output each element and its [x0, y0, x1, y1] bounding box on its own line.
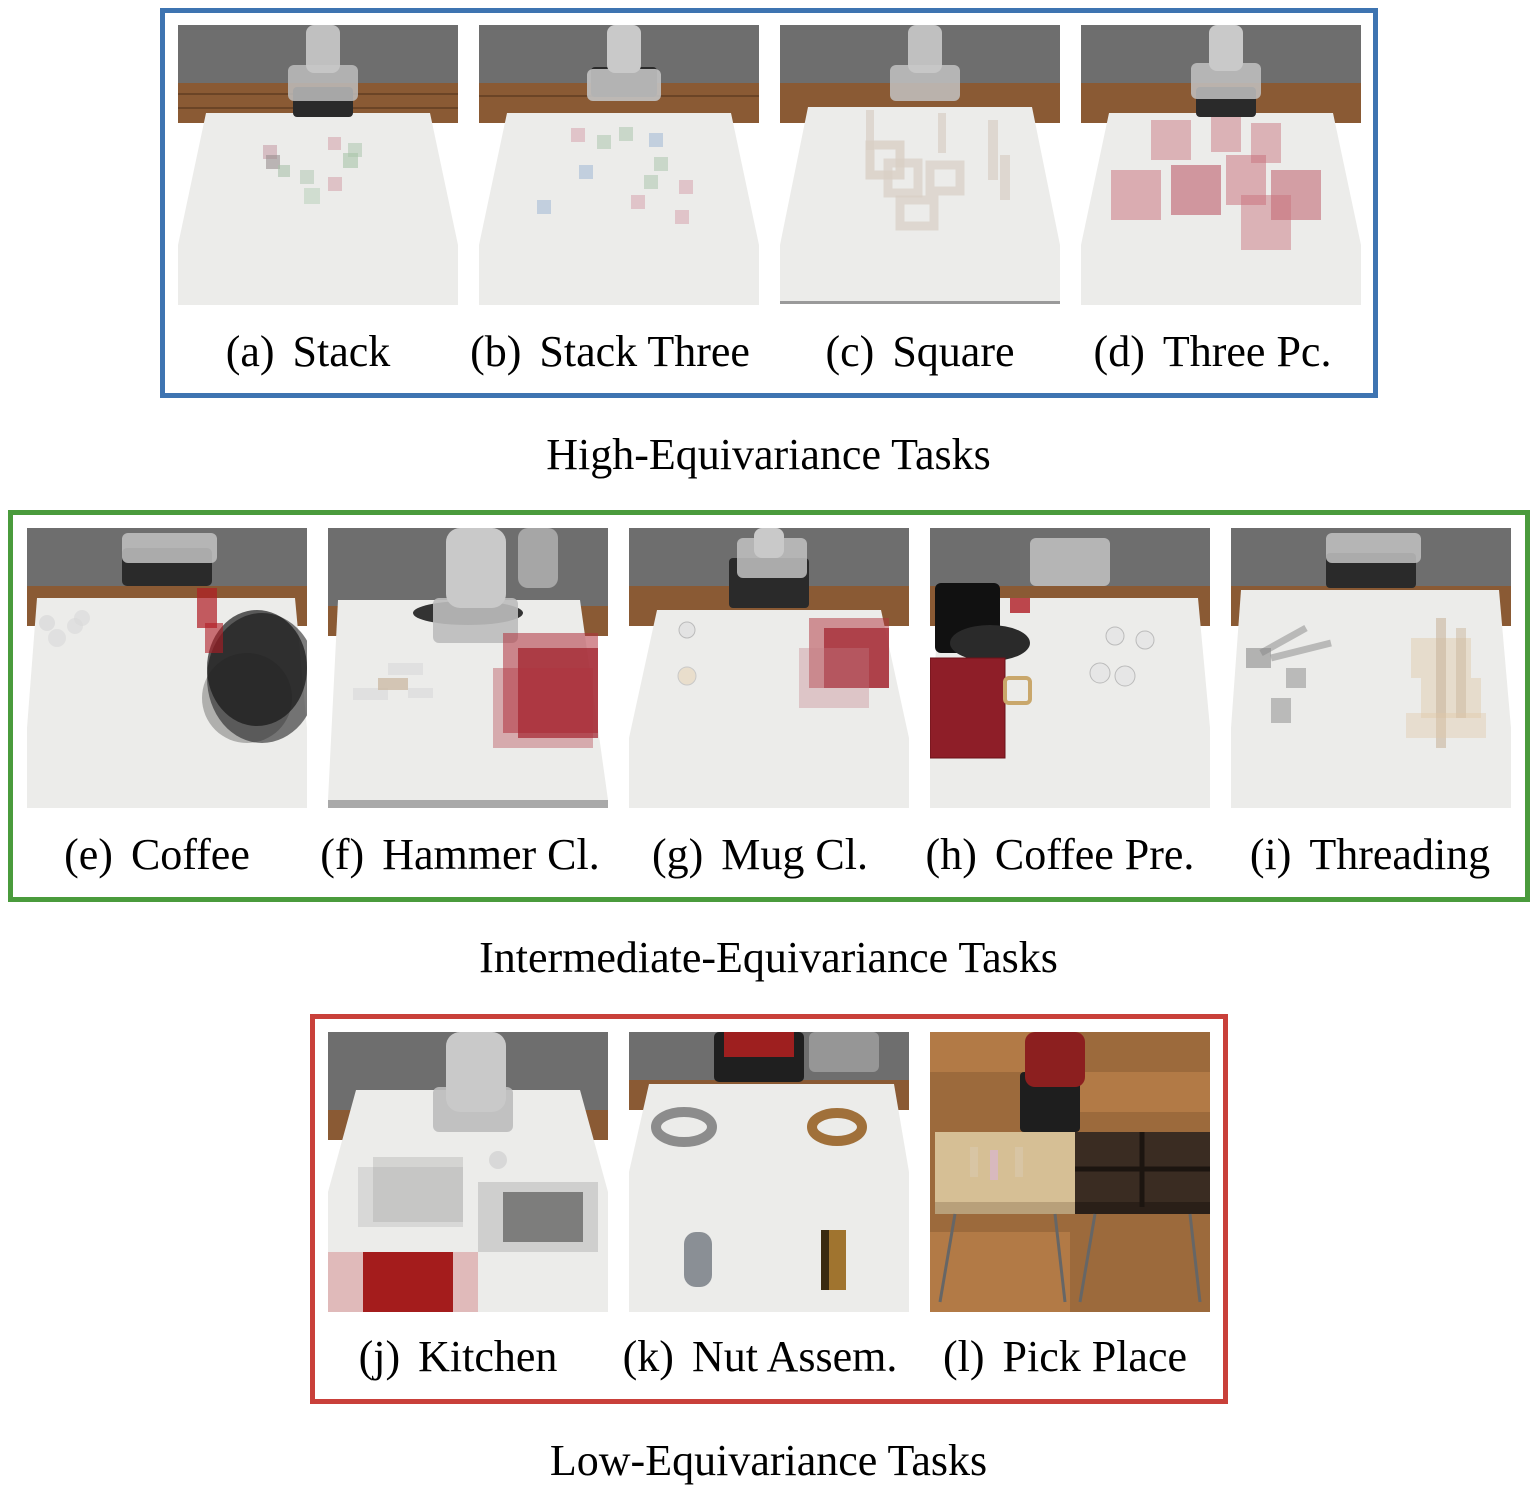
- caption-label: (g): [651, 830, 704, 879]
- caption-name: Stack Three: [539, 327, 750, 376]
- panel-kitchen-image: [328, 1032, 608, 1312]
- high-equivariance-title: High-Equivariance Tasks: [546, 430, 991, 479]
- caption-stack: (a) Stack: [178, 327, 438, 377]
- caption-label: (j): [358, 1332, 401, 1381]
- panel-coffee-pre-image: [930, 528, 1210, 808]
- caption-pick-place: (l) Pick Place: [920, 1332, 1210, 1382]
- caption-threading: (i) Threading: [1225, 830, 1515, 880]
- panel-pick-place-image: [930, 1032, 1210, 1312]
- caption-label: (h): [925, 830, 977, 879]
- caption-hammer: (f) Hammer Cl.: [305, 830, 615, 880]
- panel-nut-assembly-image: [629, 1032, 909, 1312]
- panel-coffee-image: [27, 528, 307, 808]
- caption-coffee-pre: (h) Coffee Pre.: [905, 830, 1215, 880]
- panel-stack-three-image: [479, 25, 759, 305]
- caption-three-pc: (d) Three Pc.: [1070, 327, 1355, 377]
- caption-name: Pick Place: [1002, 1332, 1188, 1381]
- caption-label: (l): [942, 1332, 985, 1381]
- caption-label: (e): [64, 830, 113, 879]
- caption-label: (i): [1249, 830, 1292, 879]
- caption-label: (c): [825, 327, 875, 376]
- caption-name: Coffee: [130, 830, 250, 879]
- panel-threading-image: [1231, 528, 1511, 808]
- caption-name: Nut Assem.: [691, 1332, 898, 1381]
- caption-coffee: (e) Coffee: [27, 830, 287, 880]
- caption-name: Stack: [292, 327, 391, 376]
- intermediate-equivariance-box: [8, 510, 1530, 902]
- panel-hammer-image: [328, 528, 608, 808]
- caption-label: (a): [225, 327, 275, 376]
- low-equivariance-box: [310, 1014, 1228, 1404]
- caption-stack-three: (b) Stack Three: [455, 327, 765, 377]
- panel-square-image: [780, 25, 1060, 305]
- caption-nut-assembly: (k) Nut Assem.: [605, 1332, 915, 1382]
- intermediate-equivariance-title: Intermediate-Equivariance Tasks: [479, 933, 1058, 982]
- caption-name: Threading: [1309, 830, 1491, 879]
- caption-label: (k): [622, 1332, 674, 1381]
- caption-label: (f): [320, 830, 365, 879]
- caption-mug: (g) Mug Cl.: [630, 830, 890, 880]
- caption-name: Coffee Pre.: [994, 830, 1195, 879]
- caption-name: Mug Cl.: [721, 830, 868, 879]
- caption-name: Square: [892, 327, 1015, 376]
- panel-three-pc-image: [1081, 25, 1361, 305]
- low-equivariance-title: Low-Equivariance Tasks: [549, 1436, 988, 1485]
- caption-label: (d): [1093, 327, 1145, 376]
- high-equivariance-box: [160, 8, 1378, 398]
- caption-name: Hammer Cl.: [382, 830, 600, 879]
- caption-name: Kitchen: [418, 1332, 558, 1381]
- caption-name: Three Pc.: [1162, 327, 1332, 376]
- panel-mug-image: [629, 528, 909, 808]
- panel-stack-image: [178, 25, 458, 305]
- caption-label: (b): [470, 327, 522, 376]
- caption-kitchen: (j) Kitchen: [328, 1332, 588, 1382]
- caption-square: (c) Square: [775, 327, 1065, 377]
